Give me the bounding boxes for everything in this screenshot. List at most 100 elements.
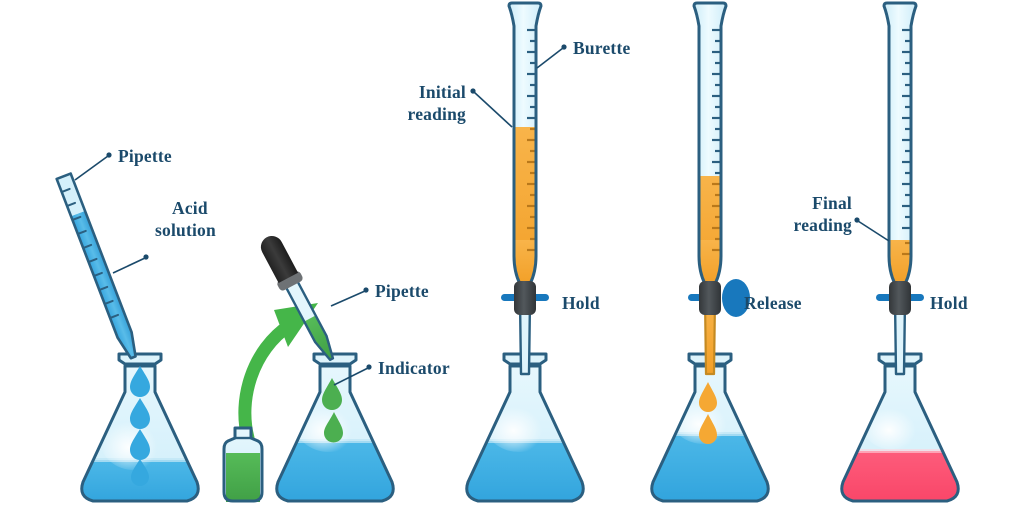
- droplet: [324, 412, 343, 443]
- flask-outline: [650, 364, 770, 503]
- stopcock-body[interactable]: [889, 281, 911, 315]
- stage-1-add-acid: Pipette Acid solution: [55, 146, 216, 503]
- leader-line: [857, 220, 890, 242]
- droplet: [130, 398, 150, 429]
- burette-outline: [882, 1, 918, 286]
- label-release: Release: [744, 293, 802, 313]
- flask-rim: [312, 352, 358, 366]
- flask-liquid: [841, 451, 959, 501]
- flask-liquid: [651, 434, 769, 501]
- leader-dot: [363, 287, 369, 293]
- erlenmeyer-flask: [275, 352, 395, 503]
- flask-outline: [465, 364, 585, 503]
- liquid-meniscus: [841, 449, 959, 453]
- leader-dot: [854, 217, 860, 223]
- flask-contents: [466, 396, 584, 501]
- label-burette: Burette: [536, 38, 630, 69]
- stopcock-handle-disc[interactable]: [722, 279, 750, 317]
- droplet-group: [130, 366, 150, 486]
- dropper-contents: [302, 314, 334, 361]
- erlenmeyer-flask: [650, 352, 770, 503]
- label-hold-1: Hold: [562, 293, 600, 313]
- leader-dot: [143, 254, 149, 260]
- flask-contents: [841, 398, 959, 501]
- erlenmeyer-flask: [80, 352, 200, 503]
- label-initial-reading: Initial reading: [408, 82, 513, 128]
- stopcock-hold[interactable]: [501, 281, 549, 315]
- label-text-line1: Initial: [419, 82, 466, 102]
- stopcock-hold[interactable]: [876, 281, 924, 315]
- label-text: Burette: [573, 38, 630, 58]
- label-final-reading: Final reading: [794, 193, 890, 242]
- label-pipette-1: Pipette: [74, 146, 172, 181]
- stage-5-endpoint: Final reading Hold: [794, 1, 968, 503]
- pipette-contents: [55, 172, 136, 360]
- label-text: Indicator: [378, 358, 450, 378]
- leader-line: [74, 155, 109, 181]
- leader-dot: [106, 152, 112, 158]
- label-text-line2: reading: [408, 104, 466, 124]
- dropper-collar: [277, 271, 303, 291]
- droplet: [131, 459, 149, 486]
- droplet-group: [699, 382, 717, 444]
- burette: [876, 1, 924, 376]
- droplet: [322, 378, 342, 410]
- label-text-line1: Acid: [172, 198, 208, 218]
- leader-dot: [366, 364, 372, 370]
- bottle-contents: [226, 453, 260, 502]
- label-indicator: Indicator: [333, 358, 450, 386]
- droplet-group: [322, 378, 343, 443]
- label-text: Pipette: [375, 281, 429, 301]
- stage-4-release: Release: [650, 1, 802, 503]
- burette: [501, 1, 549, 376]
- erlenmeyer-flask: [840, 352, 960, 503]
- bottle-outline: [222, 426, 264, 503]
- flask-outline: [275, 364, 395, 503]
- leader-line: [330, 290, 366, 307]
- stopcock-body[interactable]: [699, 281, 721, 315]
- burette-titrant-taper: [889, 240, 911, 284]
- leader-line: [473, 91, 513, 128]
- burette: [688, 1, 750, 376]
- label-text: Hold: [562, 293, 600, 313]
- pipette-air: [55, 172, 87, 217]
- droplet: [130, 366, 150, 397]
- label-text-line1: Final: [812, 193, 852, 213]
- arrow-shaft: [238, 318, 297, 445]
- label-acid-solution: Acid solution: [112, 198, 216, 274]
- flask-highlight: [862, 398, 926, 450]
- dropper-bulb: [260, 236, 299, 284]
- stage-3-initial-reading: Burette Initial reading Hold: [408, 1, 630, 503]
- stopcock-handle-stub[interactable]: [688, 294, 702, 301]
- label-text-line2: solution: [155, 220, 216, 240]
- leader-line: [536, 47, 564, 69]
- label-text: Hold: [930, 293, 968, 313]
- label-hold-2: Hold: [930, 293, 968, 313]
- dropper-liquid: [302, 314, 334, 361]
- droplet: [699, 382, 717, 412]
- pipette-graduations: [61, 187, 120, 319]
- leader-dot: [561, 44, 567, 50]
- stopcock-release[interactable]: [688, 279, 750, 317]
- leader-dot: [470, 88, 476, 94]
- droplet: [130, 429, 150, 460]
- erlenmeyer-flask: [465, 352, 585, 503]
- dropper-pipette: [260, 236, 335, 362]
- label-text-line2: reading: [794, 215, 852, 235]
- flask-outline: [80, 364, 200, 503]
- stage-2-add-indicator: Pipette Indicator: [222, 236, 450, 503]
- graduated-pipette: [55, 172, 137, 360]
- leader-line: [112, 257, 146, 274]
- stopcock-body[interactable]: [514, 281, 536, 315]
- pipette-outline: [55, 172, 137, 360]
- leader-line: [333, 367, 369, 386]
- label-pipette-2: Pipette: [330, 281, 429, 307]
- flask-rim: [117, 352, 163, 366]
- bottle-liquid: [226, 453, 260, 502]
- burette-outline: [692, 1, 728, 286]
- droplet: [699, 414, 717, 444]
- label-text: Release: [744, 293, 802, 313]
- label-text: Pipette: [118, 146, 172, 166]
